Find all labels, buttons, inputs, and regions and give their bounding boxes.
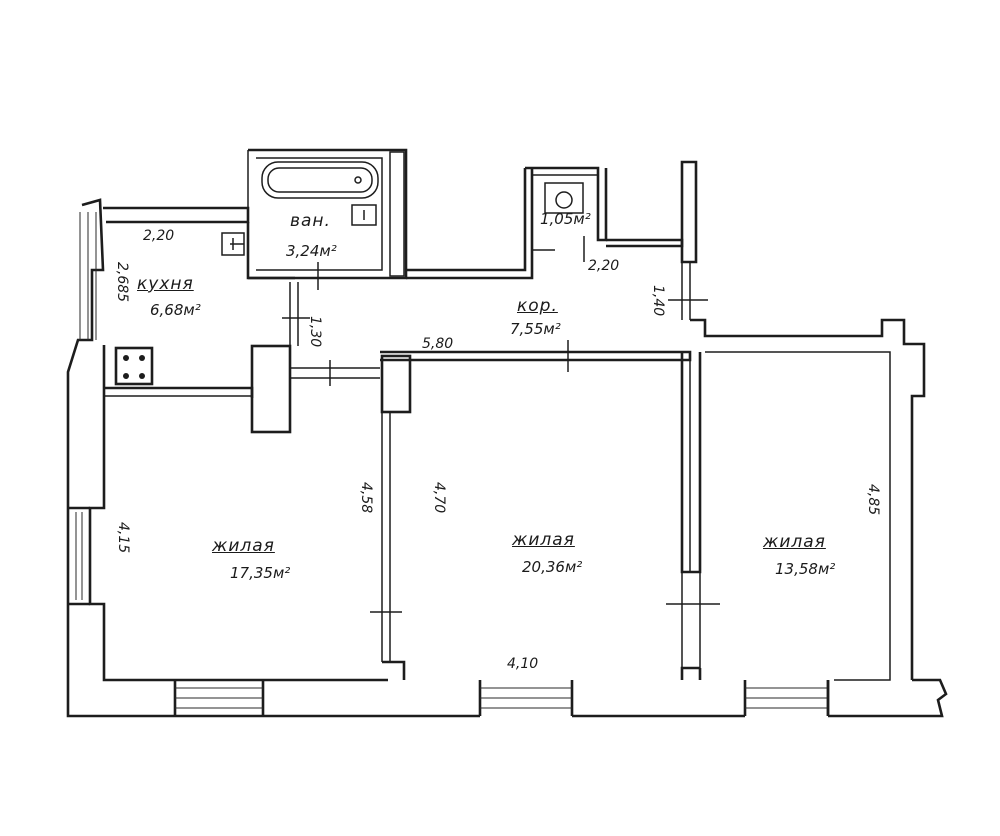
kitchen-name: кухня (137, 274, 194, 294)
corridor-walls (406, 160, 708, 320)
dim-living3-depth: 4,85 (865, 484, 881, 516)
kitchen-area: 6,68м² (150, 301, 201, 319)
vent-block (250, 282, 380, 434)
bathroom-walls (247, 148, 408, 290)
living3-name: жилая (763, 532, 826, 552)
exterior-walls (66, 198, 948, 718)
living2-area: 20,36м² (522, 558, 583, 576)
dim-bath-passage: 1,30 (307, 316, 323, 348)
corridor-partition (380, 318, 926, 681)
dim-living1-depth: 4,15 (115, 522, 131, 554)
living1-name: жилая (212, 536, 275, 556)
dim-living2-depth: 4,70 (431, 482, 447, 514)
corridor-name: кор. (517, 296, 558, 316)
dim-partition-1-2: 4,58 (358, 482, 374, 514)
dim-kitchen-depth: 2,685 (114, 262, 130, 303)
bath-name: ван. (290, 211, 331, 231)
living1-area: 17,35м² (230, 564, 291, 582)
bath-area: 3,24м² (286, 242, 337, 260)
living2-name: жилая (512, 530, 575, 550)
dim-wc-width: 2,20 (588, 258, 620, 274)
corridor-area: 7,55м² (510, 320, 561, 338)
living-partitions (370, 352, 720, 680)
dim-living2-width: 4,10 (507, 656, 539, 672)
dim-kitchen-width: 2,20 (143, 228, 175, 244)
living3-area: 13,58м² (775, 560, 836, 578)
dim-corridor-length: 5,80 (422, 336, 454, 352)
dim-corridor-height: 1,40 (650, 285, 666, 317)
wc-area: 1,05м² (540, 210, 591, 228)
